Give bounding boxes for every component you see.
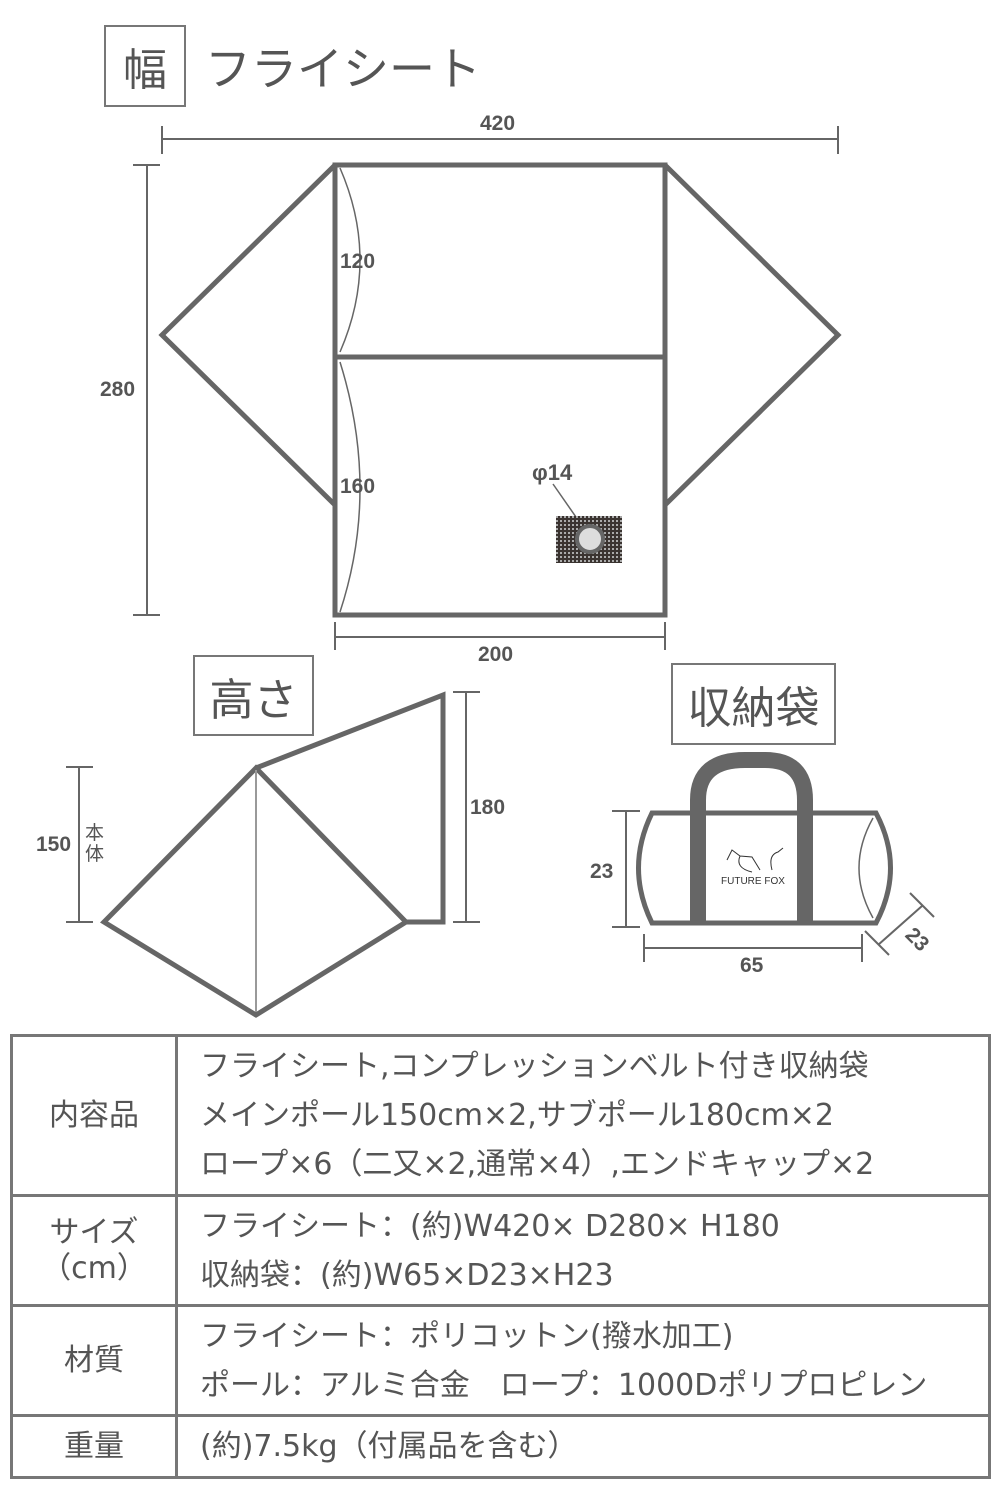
row-line: 収納袋：(約)W65×D23×H23 [200,1257,614,1293]
dim-total-width: 420 [480,112,516,135]
row-label: 材質 [10,1304,178,1417]
dim-sub-pole: 180 [470,796,506,819]
table-row: 重量 (約)7.5kg（付属品を含む） [10,1414,991,1479]
dim-vent: φ14 [532,460,573,485]
row-label: 内容品 [10,1034,178,1197]
row-line: フライシート,コンプレッションベルト付き収納袋 [200,1049,869,1084]
row-label: サイズ（cm） [10,1194,178,1307]
width-section-title: フライシート [205,42,481,96]
bag-logo-text: FUTURE FOX [721,876,785,887]
bag-section-badge: 収納袋 [671,663,836,745]
dim-bag-height: 23 [590,860,614,883]
vent-window [556,516,622,563]
row-line: フライシート：(約)W420× D280× H180 [200,1208,780,1244]
dim-main-pole: 150 [36,833,72,856]
row-line: ロープ×6（二又×2,通常×4）,エンドキャップ×2 [200,1147,875,1182]
fly-sheet-outline [158,162,842,618]
side-profile-outline [100,691,446,1018]
table-row: 材質 フライシート：ポリコットン(撥水加工) ポール：アルミ合金 ロープ：1000… [10,1304,991,1417]
dim-main-note: 本体 [85,822,105,865]
dim-bag-width: 65 [740,954,764,977]
table-row: サイズ（cm） フライシート：(約)W420× D280× H180 収納袋：(約… [10,1194,991,1307]
row-line: (約)7.5kg（付属品を含む） [200,1429,578,1464]
height-section-badge: 高さ [193,655,314,736]
table-row: 内容品 フライシート,コンプレッションベルト付き収納袋メインポール150cm×2… [10,1034,991,1197]
dim-front: 120 [340,250,376,273]
dim-depth: 280 [100,378,136,401]
row-line: フライシート：ポリコットン(撥水加工) [200,1318,734,1354]
diagram-lines [66,126,935,1018]
row-label: 重量 [10,1414,178,1479]
row-line: メインポール150cm×2,サブポール180cm×2 [200,1098,834,1133]
dim-back: 160 [340,475,376,498]
row-line: ポール：アルミ合金 ロープ：1000Dポリプロピレン [200,1367,928,1403]
dim-body-width: 200 [478,643,514,666]
spec-table: 内容品 フライシート,コンプレッションベルト付き収納袋メインポール150cm×2… [10,1034,991,1479]
width-section-badge: 幅 [104,25,186,107]
dimension-lines [66,126,935,962]
storage-bag [636,752,893,926]
